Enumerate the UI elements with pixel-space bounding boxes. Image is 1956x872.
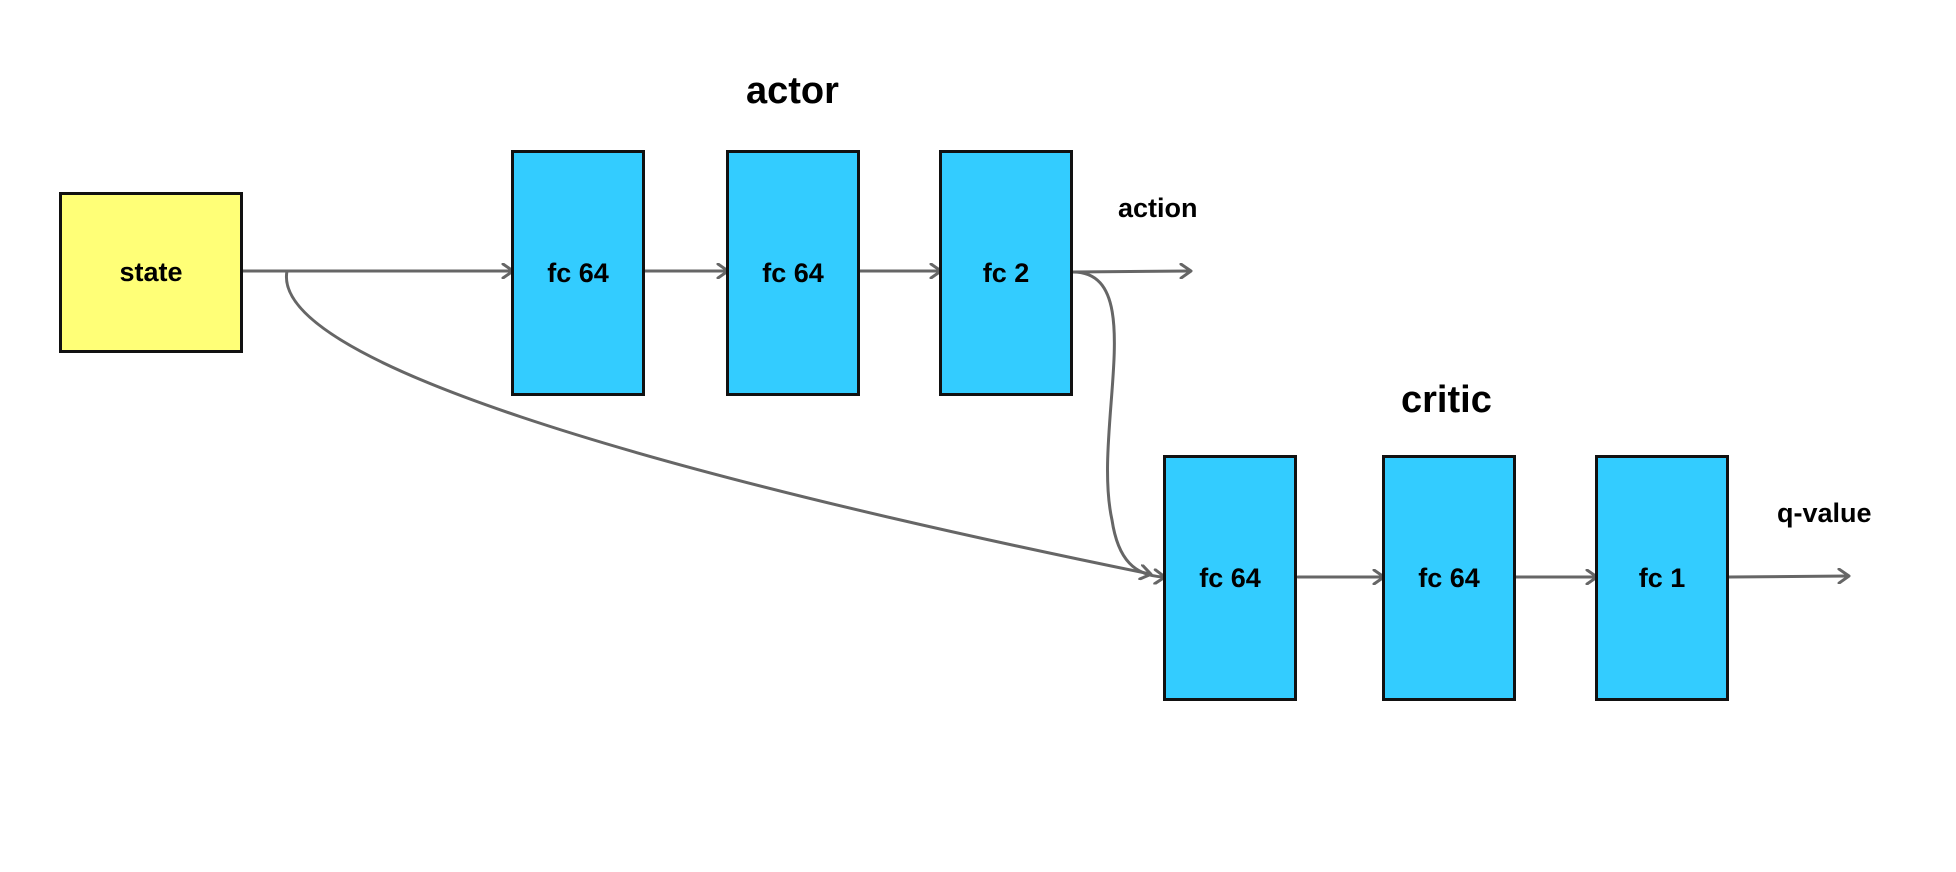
actor-layer-3: fc 2 — [939, 150, 1073, 396]
critic-title: critic — [1401, 379, 1492, 421]
critic-layer-2: fc 64 — [1382, 455, 1516, 701]
arrow-critic-output — [1727, 576, 1848, 577]
state-box: state — [59, 192, 243, 353]
actor-layer-1: fc 64 — [511, 150, 645, 396]
layer-label: fc 2 — [982, 257, 1030, 288]
action-label: action — [1118, 193, 1198, 223]
q-value-label: q-value — [1777, 498, 1872, 528]
actor-layer-2: fc 64 — [726, 150, 860, 396]
critic-layer-1: fc 64 — [1163, 455, 1297, 701]
layer-label: fc 64 — [1199, 562, 1261, 593]
layer-label: fc 64 — [762, 257, 824, 288]
state-label: state — [119, 257, 183, 287]
arrow-actor-output — [1071, 271, 1190, 272]
arrow-action-to-critic — [1071, 270, 1164, 577]
critic-layer-3: fc 1 — [1595, 455, 1729, 701]
layer-label: fc 64 — [547, 257, 609, 288]
actor-title: actor — [746, 70, 839, 112]
arrow-state-to-critic — [285, 269, 1150, 574]
layer-label: fc 64 — [1418, 562, 1480, 593]
layer-label: fc 1 — [1638, 562, 1686, 593]
